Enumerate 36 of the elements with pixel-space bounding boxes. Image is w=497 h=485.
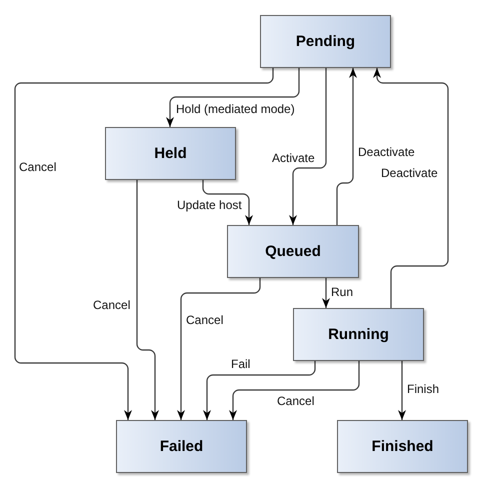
arrow: [322, 278, 330, 308]
arrow: [177, 278, 261, 420]
edge-label: Deactivate: [357, 145, 416, 159]
state-name: Running: [328, 326, 389, 343]
edge-label: Hold (mediated mode): [175, 102, 296, 116]
arrow: [229, 361, 360, 420]
state-box: [293, 308, 424, 361]
arrow: [336, 68, 357, 225]
edge-label: Deactivate: [380, 166, 439, 180]
arrow: [203, 361, 316, 420]
edge-label: Finish: [406, 382, 440, 396]
state-box: [116, 420, 247, 473]
arrow: [136, 180, 159, 420]
state-box: [105, 127, 236, 180]
arrow: [373, 68, 449, 308]
edge-label: Update host: [176, 198, 243, 212]
edge-label: Run: [330, 285, 354, 299]
arrow: [14, 68, 274, 420]
edge-label: Activate: [271, 151, 316, 165]
edge-label: Cancel: [185, 313, 224, 327]
state-name: Pending: [296, 33, 356, 50]
arrow: [166, 68, 300, 127]
edge-label: Cancel: [18, 160, 58, 174]
state-box: [260, 15, 391, 68]
state-name: Held: [154, 145, 187, 162]
edge-label: Cancel: [92, 298, 132, 312]
edge-label: Cancel: [276, 394, 316, 408]
state-name: Finished: [372, 438, 434, 455]
state-box: [227, 225, 359, 278]
state-name: Failed: [160, 438, 204, 455]
state-box: [337, 420, 468, 473]
arrow: [289, 68, 327, 225]
arrow: [202, 180, 253, 225]
state-name: Queued: [265, 243, 321, 260]
arrow: [398, 361, 406, 420]
edge-label: Fail: [230, 357, 252, 371]
